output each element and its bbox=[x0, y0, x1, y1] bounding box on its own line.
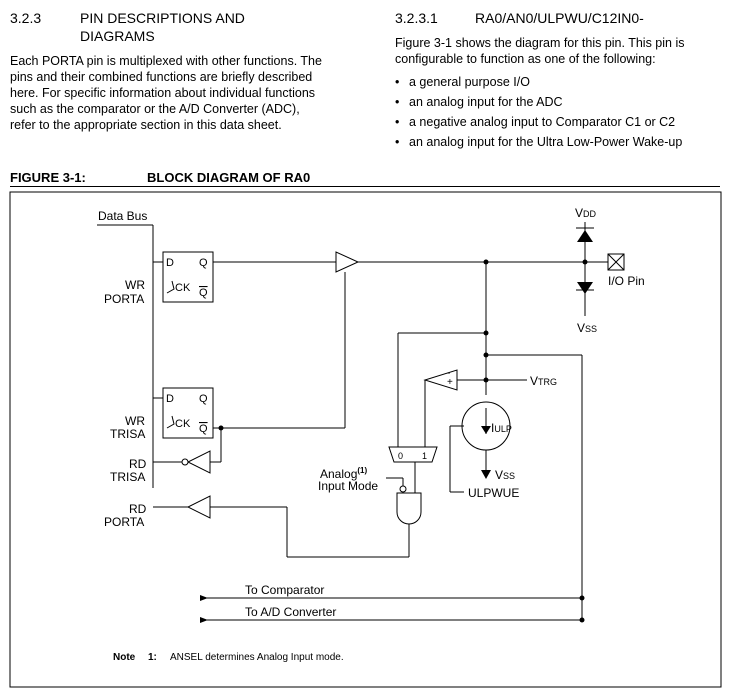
subsection-title: RA0/AN0/ULPWU/C12IN0- bbox=[475, 10, 644, 26]
vss-label: VSS bbox=[577, 321, 597, 335]
comparator-minus: - bbox=[447, 368, 450, 379]
latch2-ck: CK bbox=[175, 418, 191, 430]
intro-line: configurable to function as one of the f… bbox=[395, 52, 656, 66]
latch2-qbar: Q bbox=[199, 423, 208, 435]
io-pin-label: I/O Pin bbox=[608, 274, 645, 288]
wr-trisa-label-2: TRISA bbox=[110, 427, 145, 441]
section-paragraph: Each PORTA pin is multiplexed with other… bbox=[10, 53, 350, 133]
latch1-q: Q bbox=[199, 257, 208, 269]
list-item: a negative analog input to Comparator C1… bbox=[395, 112, 735, 132]
paragraph-line: pins and their combined functions are br… bbox=[10, 70, 313, 84]
rd-porta-label-1: RD bbox=[129, 502, 147, 516]
vtrg-label: VTRG bbox=[530, 374, 557, 388]
latch1-d: D bbox=[166, 257, 174, 269]
porta-latch bbox=[162, 251, 214, 303]
figure-divider bbox=[10, 186, 720, 187]
rd-trisa-buffer bbox=[186, 450, 211, 474]
mux bbox=[388, 446, 438, 463]
rd-porta-label-2: PORTA bbox=[104, 515, 144, 529]
note-text: ANSEL determines Analog Input mode. bbox=[170, 652, 344, 663]
rd-porta-buffer bbox=[186, 495, 211, 519]
vss2-arrow bbox=[481, 470, 491, 479]
list-item: a general purpose I/O bbox=[395, 72, 735, 92]
paragraph-line: refer to the appropriate section in this… bbox=[10, 118, 282, 132]
wr-trisa-label-1: WR bbox=[125, 414, 145, 428]
to-comparator-label: To Comparator bbox=[245, 583, 324, 597]
mux-input-0: 0 bbox=[398, 451, 403, 461]
vss-diode bbox=[577, 282, 593, 294]
figure-label: FIGURE 3-1: bbox=[10, 170, 86, 185]
paragraph-line: such as the comparator or the A/D Conver… bbox=[10, 102, 300, 116]
vss2-label: VSS bbox=[495, 468, 515, 482]
analog-label-1: Analog(1) bbox=[320, 466, 367, 481]
comparator-plus: + bbox=[447, 377, 453, 388]
function-list: a general purpose I/O an analog input fo… bbox=[395, 72, 735, 152]
data-bus-label: Data Bus bbox=[98, 209, 147, 223]
latch1-ck: CK bbox=[175, 282, 191, 294]
paragraph-line: Each PORTA pin is multiplexed with other… bbox=[10, 54, 322, 68]
ulpwue-label: ULPWUE bbox=[468, 486, 519, 500]
mux-input-1: 1 bbox=[422, 451, 427, 461]
section-title-line2: DIAGRAMS bbox=[80, 28, 155, 44]
figure-frame bbox=[9, 191, 722, 688]
subsection-number: 3.2.3.1 bbox=[395, 10, 438, 26]
subsection-intro: Figure 3-1 shows the diagram for this pi… bbox=[395, 35, 735, 67]
list-item: an analog input for the ADC bbox=[395, 92, 735, 112]
section-title-line1: PIN DESCRIPTIONS AND bbox=[80, 10, 245, 26]
vdd-label: VDD bbox=[575, 206, 597, 220]
intro-line: Figure 3-1 shows the diagram for this pi… bbox=[395, 36, 685, 50]
iulp-label: IULP bbox=[491, 421, 512, 435]
wr-porta-label-1: WR bbox=[125, 278, 145, 292]
and-gate bbox=[396, 492, 422, 525]
figure-title: BLOCK DIAGRAM OF RA0 bbox=[147, 170, 311, 185]
note-number: 1: bbox=[148, 652, 157, 663]
wr-trisa-clock-mark bbox=[166, 415, 175, 429]
vdd-diode bbox=[577, 230, 593, 242]
list-item: an analog input for the Ultra Low-Power … bbox=[395, 132, 735, 152]
section-number: 3.2.3 bbox=[10, 10, 42, 26]
rd-trisa-label-2: TRISA bbox=[110, 470, 145, 484]
to-adc-label: To A/D Converter bbox=[245, 605, 336, 619]
ulp-arrow bbox=[481, 426, 491, 434]
rd-trisa-label-1: RD bbox=[129, 457, 147, 471]
analog-label-2: Input Mode bbox=[318, 479, 378, 493]
latch1-qbar: Q bbox=[199, 287, 208, 299]
latch2-d: D bbox=[166, 393, 174, 405]
note-label: Note bbox=[113, 652, 136, 663]
wr-porta-label-2: PORTA bbox=[104, 292, 144, 306]
latch2-q: Q bbox=[199, 393, 208, 405]
output-buffer bbox=[335, 251, 360, 273]
wr-porta-clock-mark bbox=[166, 280, 175, 294]
trisa-latch bbox=[162, 387, 214, 439]
paragraph-line: here. For specific information about ind… bbox=[10, 86, 316, 100]
